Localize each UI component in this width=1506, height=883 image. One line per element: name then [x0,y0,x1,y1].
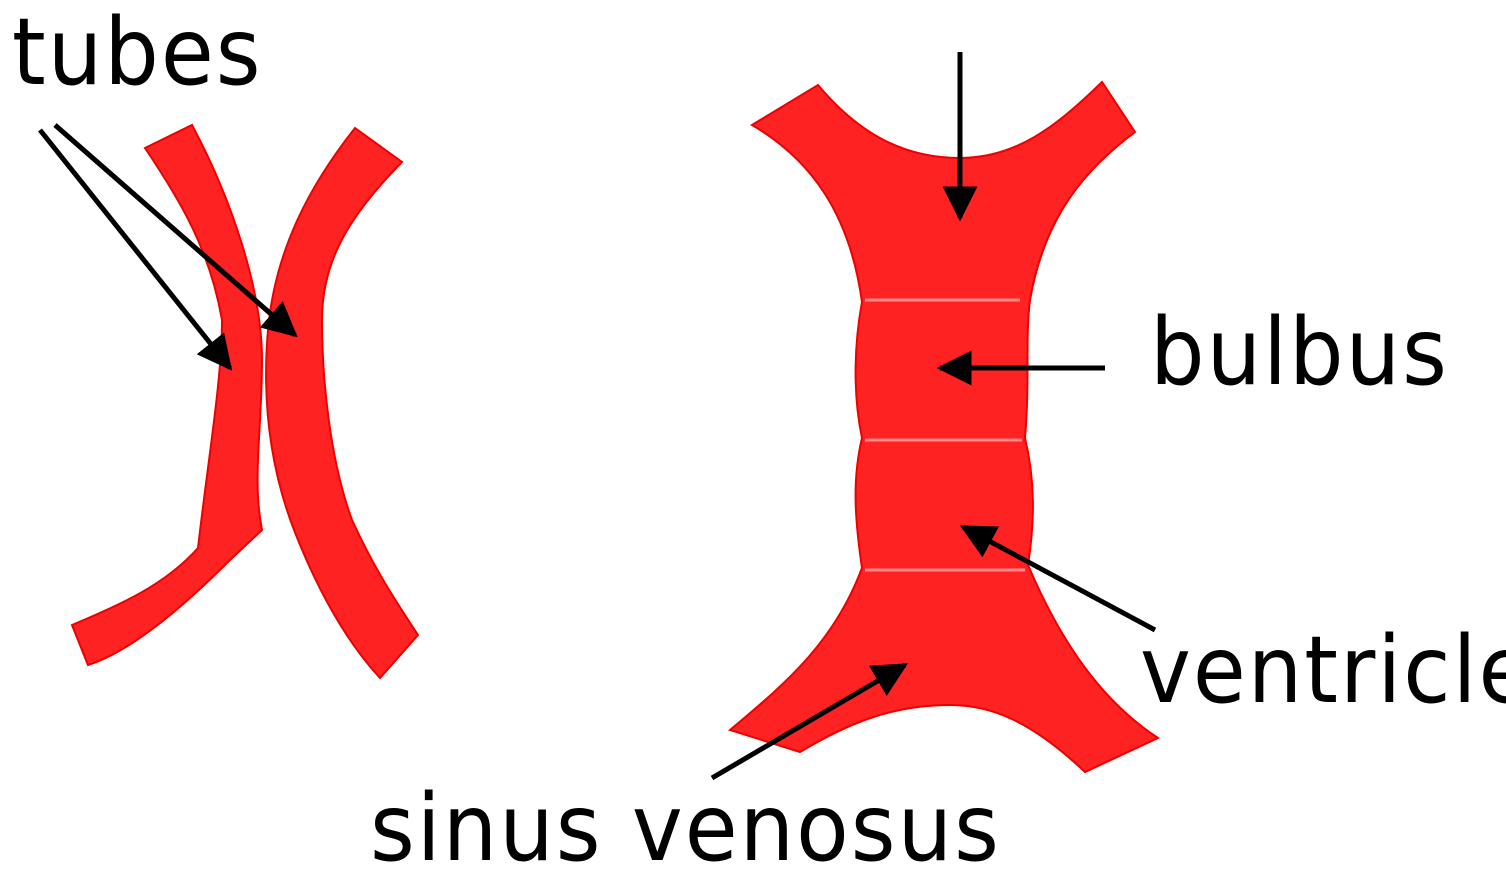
fused-tube-body [727,80,1161,774]
label-sinus-venosus: sinus venosus [370,774,1001,883]
fused-heart-tube [727,80,1161,774]
arrow-sinus-venosus [710,662,909,781]
left-tube [70,123,264,667]
arrow-tubes-to-right-tube [53,123,298,338]
label-ventricle: ventricle [1140,616,1506,725]
arrow-tubes-to-left-tube [38,128,233,371]
label-bulbus: bulbus [1150,298,1449,407]
annotation-arrows [38,52,1157,781]
right-tube [265,126,420,680]
arrow-ventricle [959,524,1157,633]
paired-heart-tubes [70,123,420,680]
label-tubes: tubes [12,0,263,107]
